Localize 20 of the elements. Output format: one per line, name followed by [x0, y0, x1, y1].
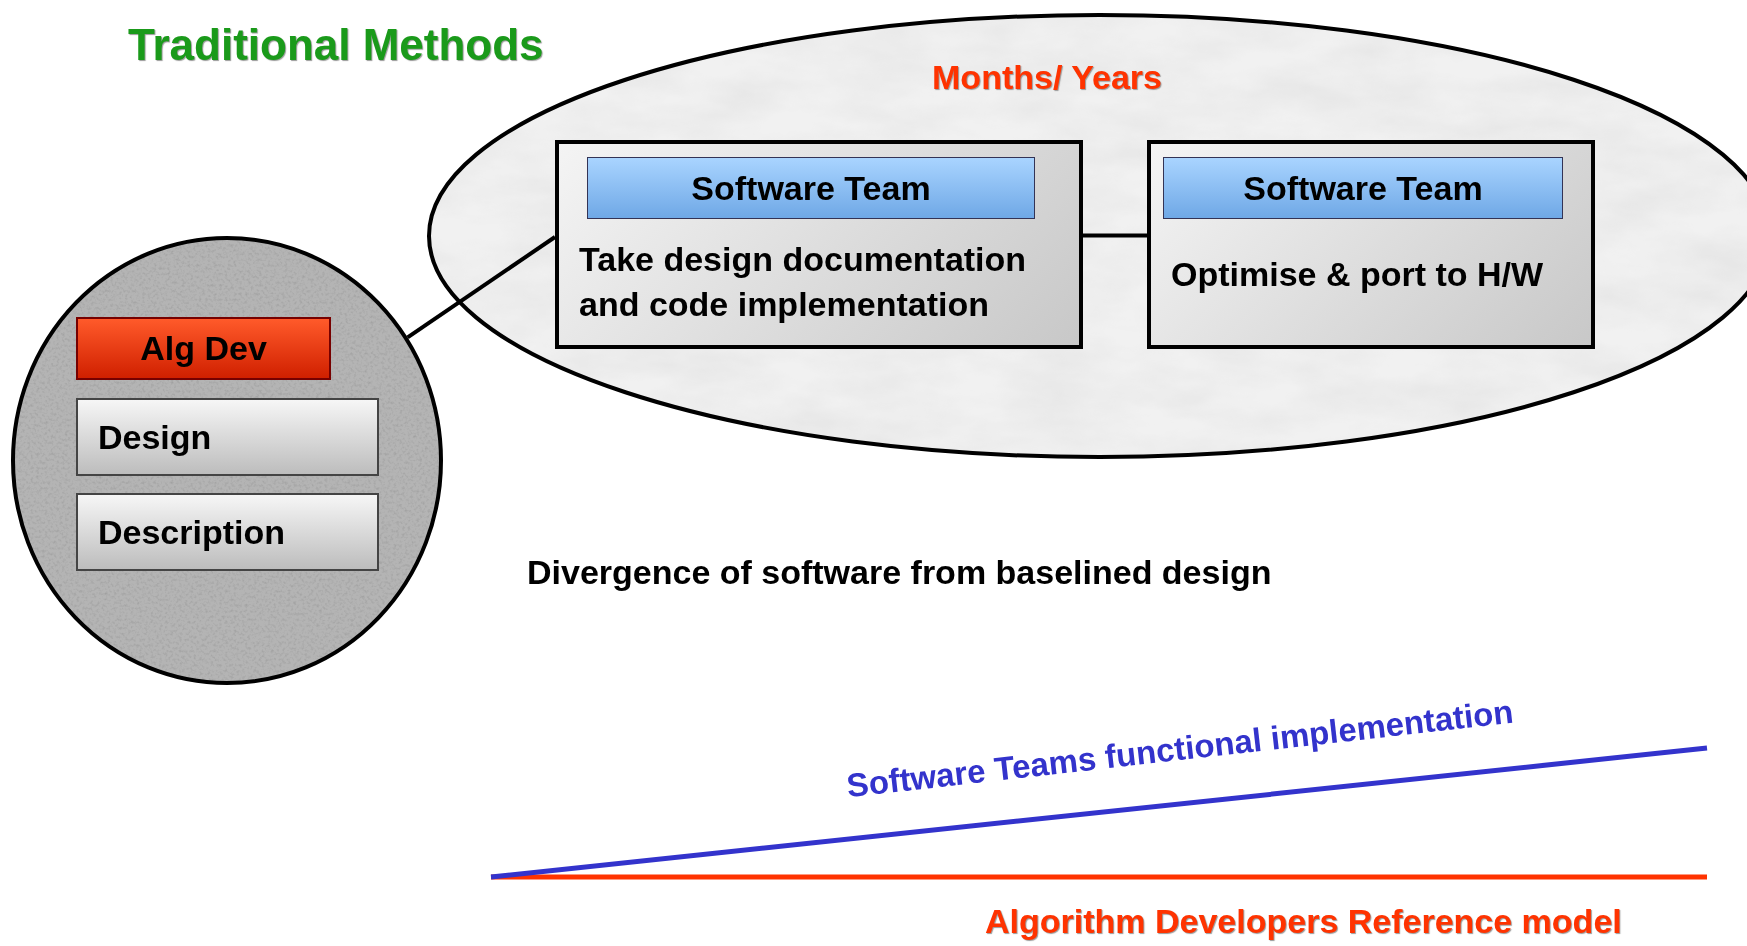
box-text: Description: [98, 513, 286, 552]
process-box: [76, 398, 379, 476]
team-header: Software Team: [1163, 157, 1563, 219]
text-label: Algorithm Developers Reference model: [985, 902, 1623, 941]
title: Traditional Methods: [128, 20, 545, 70]
text-label: Divergence of software from baselined design: [527, 553, 1273, 592]
connector-line: [406, 235, 557, 340]
circle-region: [11, 236, 443, 685]
region-heading: Months/ Years: [931, 58, 1163, 97]
highlight-box: [76, 317, 331, 380]
connector-line: [1083, 233, 1147, 238]
box-text: Take design documentation and code implementation: [579, 239, 1028, 325]
process-box: [555, 140, 1083, 349]
text-label: Software Teams functional implementation: [843, 691, 1517, 807]
box-text: Design: [98, 418, 212, 457]
process-box: [1147, 140, 1595, 349]
team-header: Software Team: [587, 157, 1035, 219]
box-text: Alg Dev: [139, 329, 268, 368]
box-text: Optimise & port to H/W: [1171, 254, 1545, 295]
process-box: [76, 493, 379, 571]
